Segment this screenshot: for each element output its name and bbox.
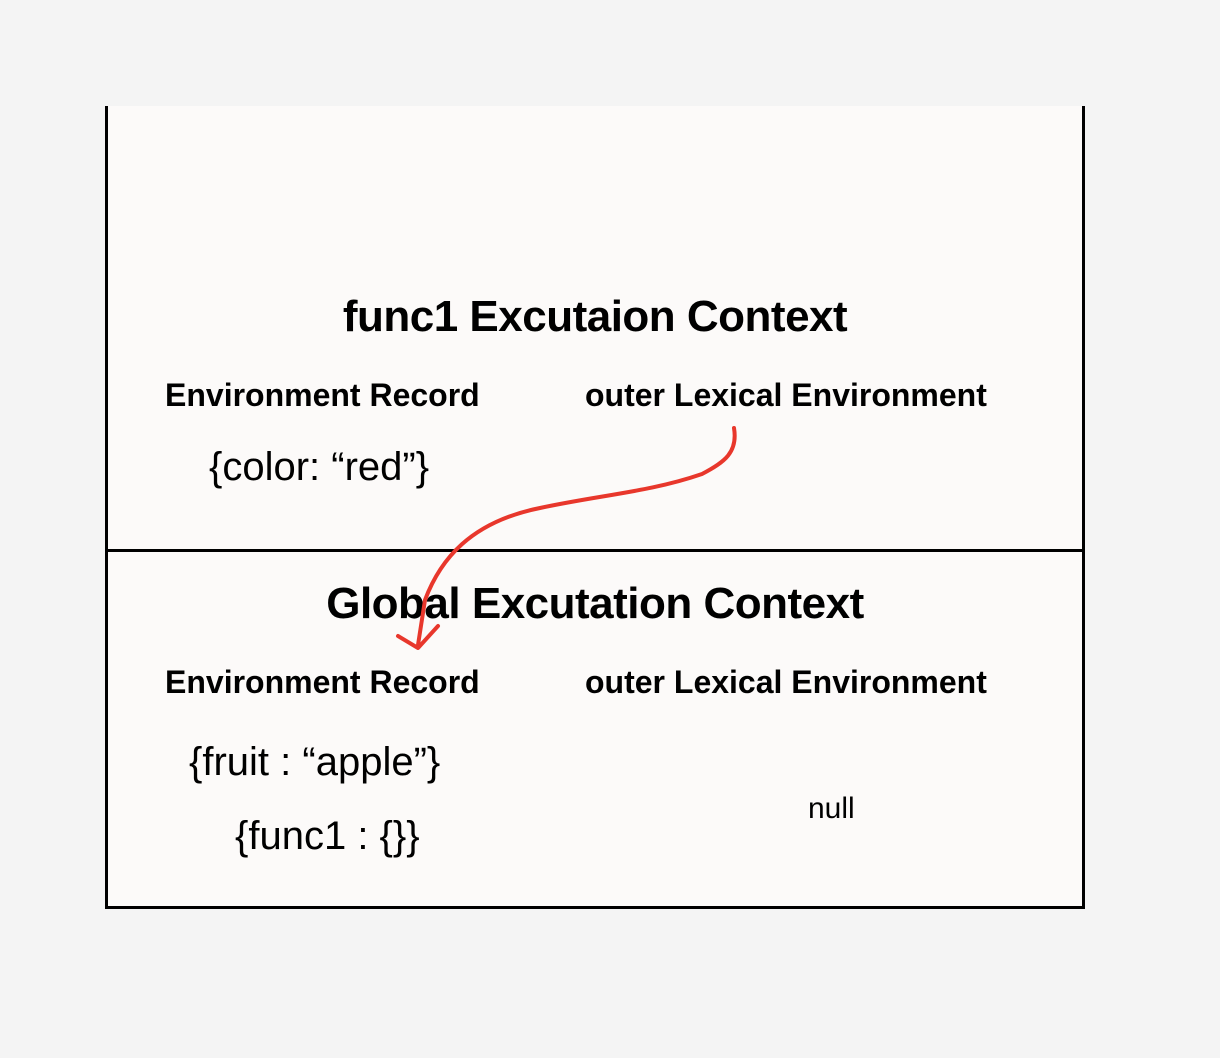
stack-bottom-border <box>105 906 1085 909</box>
global-env-record-value-func1: {func1 : {}} <box>235 814 420 858</box>
context-divider <box>105 549 1085 552</box>
global-env-record-value-fruit: {fruit : “apple”} <box>189 740 441 784</box>
stack-right-border <box>1082 106 1085 909</box>
func1-outer-lexical-environment-header: outer Lexical Environment <box>585 377 987 413</box>
func1-environment-record-header: Environment Record <box>165 377 480 413</box>
global-outer-lexical-environment-header: outer Lexical Environment <box>585 664 987 700</box>
func1-context-title: func1 Excutaion Context <box>342 292 848 341</box>
stack-left-border <box>105 106 108 909</box>
global-context-title: Global Excutation Context <box>326 579 864 628</box>
call-stack: func1 Excutaion Context Environment Reco… <box>105 106 1085 909</box>
func1-env-record-value: {color: “red”} <box>209 445 430 489</box>
global-outer-lexical-value: null <box>808 792 855 825</box>
global-environment-record-header: Environment Record <box>165 664 480 700</box>
